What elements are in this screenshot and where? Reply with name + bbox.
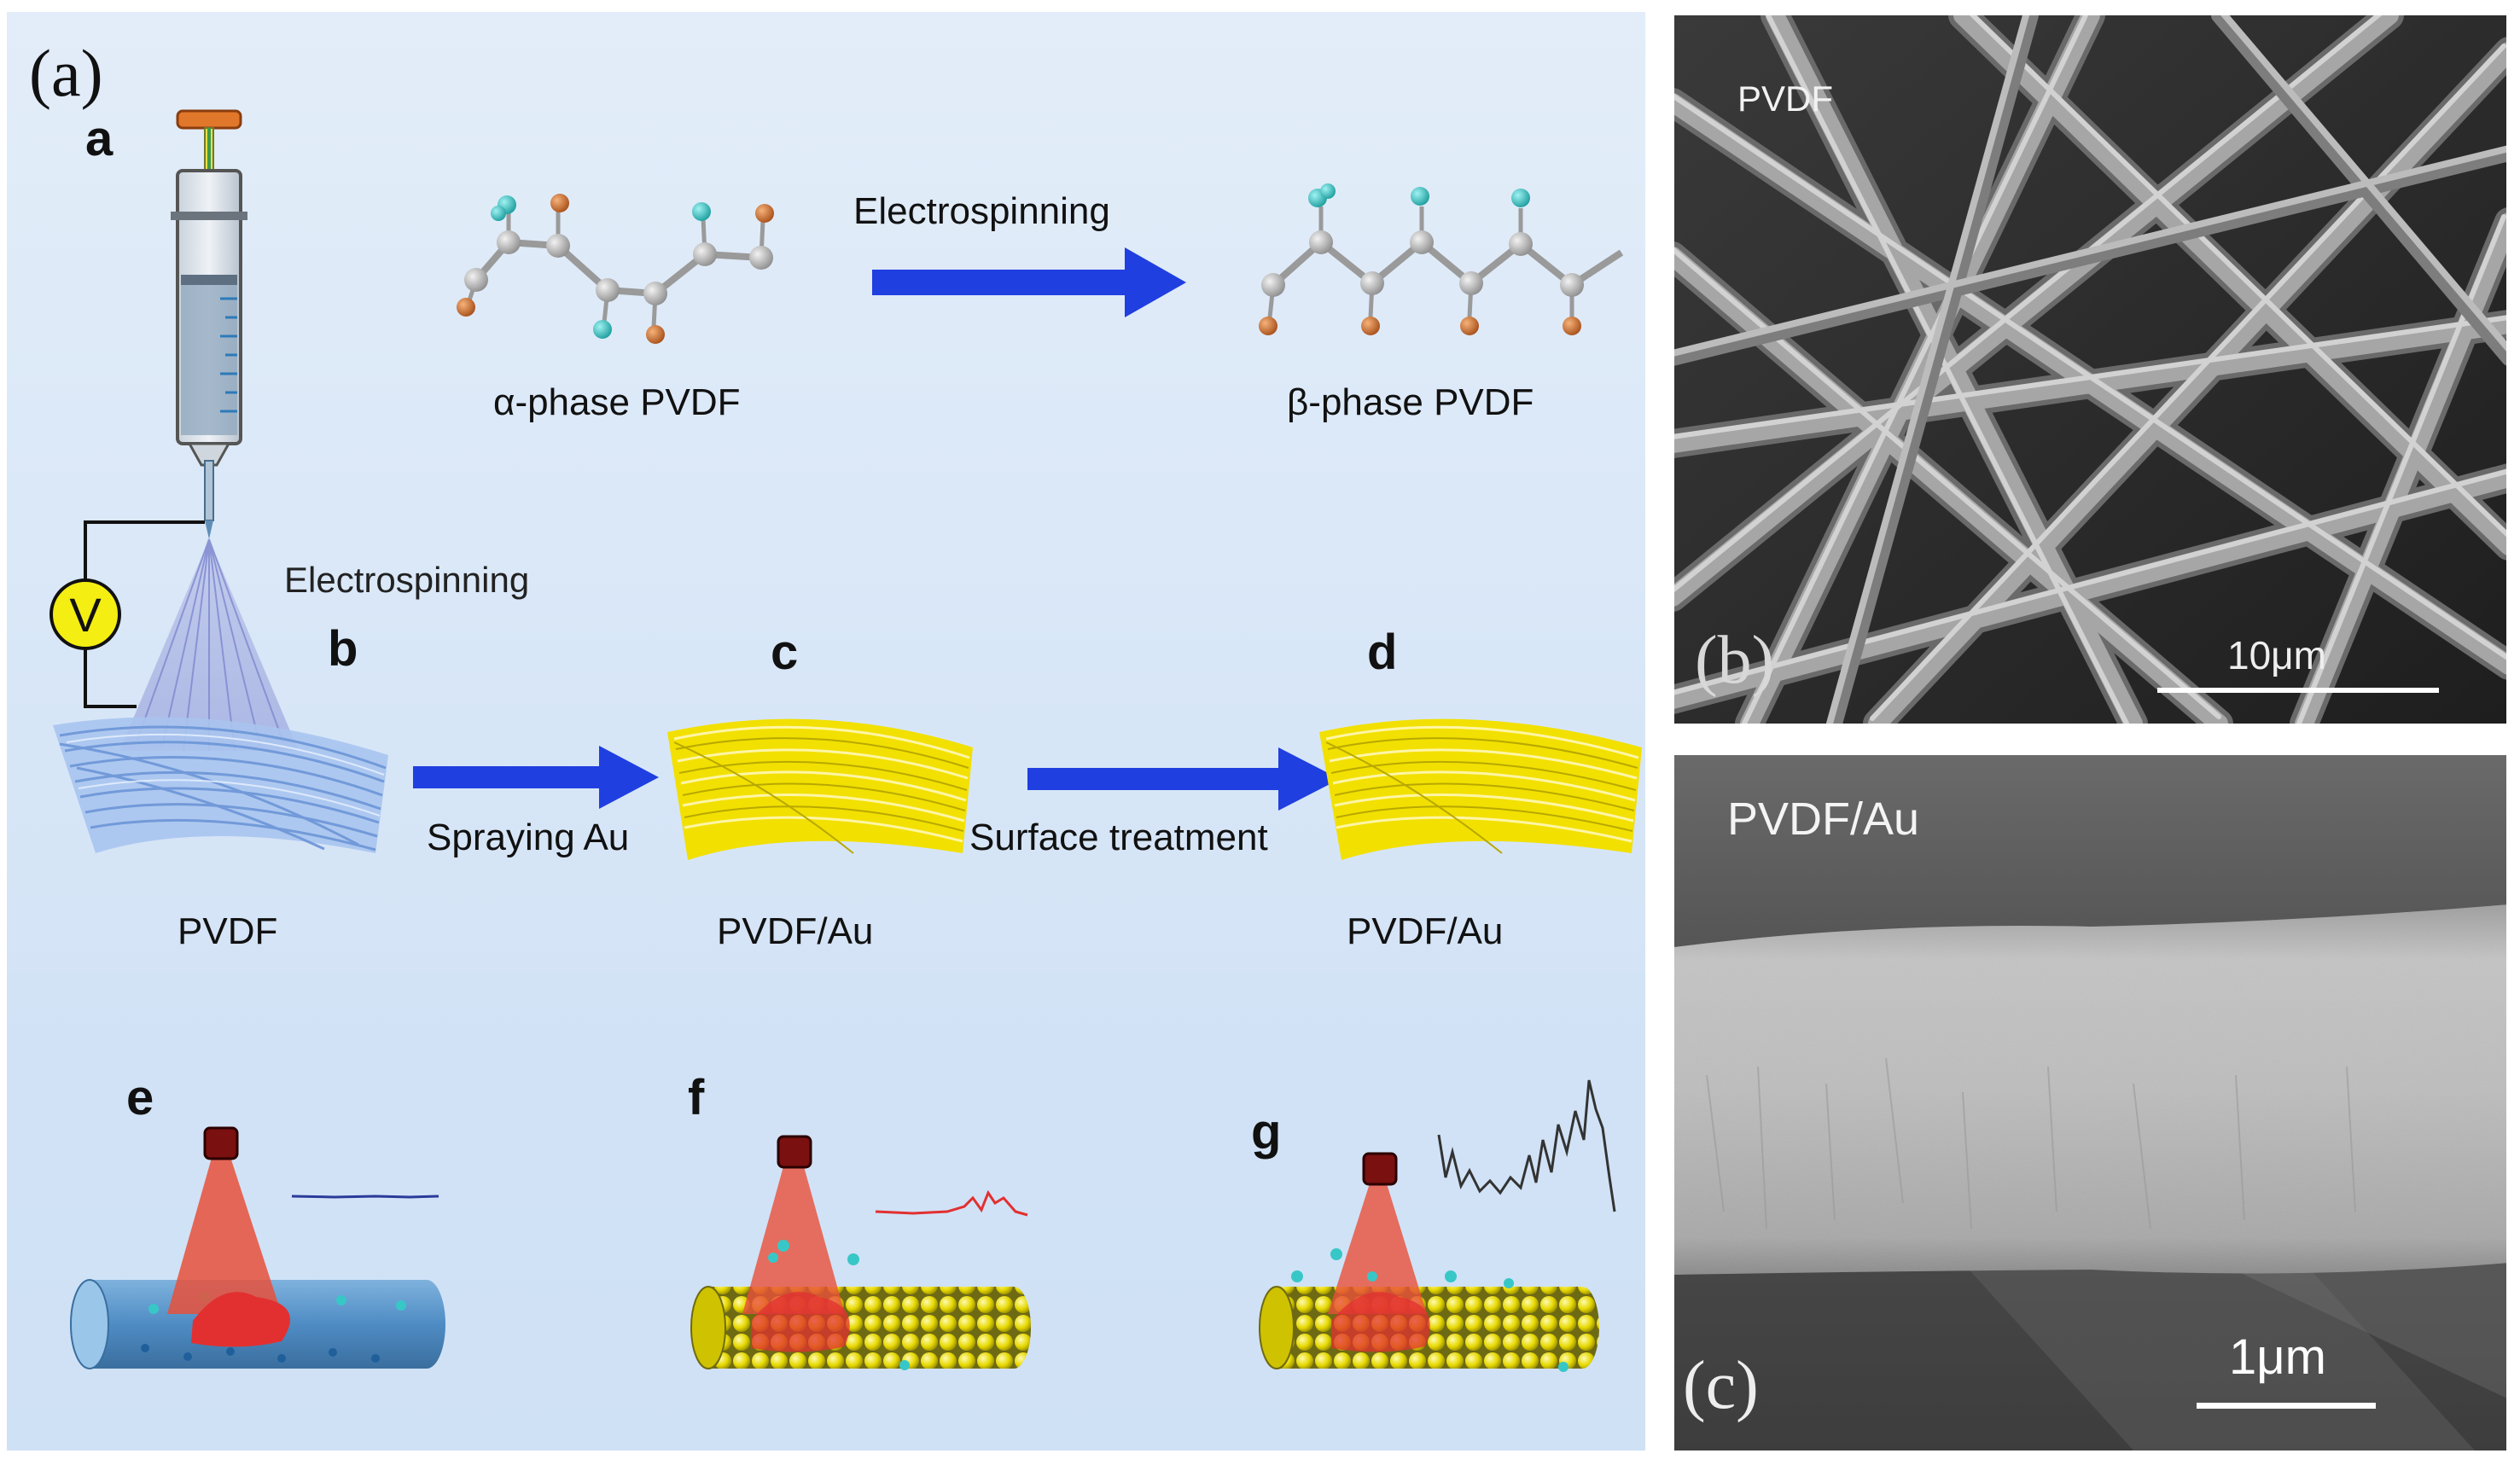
voltage-symbol: V [69, 588, 102, 642]
electrospinning-jet [119, 538, 299, 752]
step-label-g: g [1251, 1104, 1281, 1160]
step-label-e: e [126, 1070, 154, 1125]
panel-c-sem-image: PVDF/Au (c) 1μm [1674, 755, 2506, 1450]
panel-b-label: (b) [1695, 623, 1774, 698]
sers-schematic-g: g [1251, 1079, 1616, 1372]
spraying-au-arrow: Spraying Au [413, 746, 659, 858]
phase-arrow-label: Electrospinning [853, 190, 1110, 232]
syringe-illustration: a [85, 109, 247, 539]
surface-treatment-label: Surface treatment [969, 817, 1268, 858]
sers-schematic-e: e [70, 1070, 445, 1369]
alpha-phase-label: α-phase PVDF [493, 381, 741, 423]
voltage-circuit: V [49, 520, 205, 708]
panel-b-sample-label: PVDF [1737, 78, 1833, 119]
spectrum-g [1437, 1079, 1616, 1212]
step-label-d: d [1367, 625, 1397, 680]
step-label-f: f [688, 1070, 705, 1125]
panel-b-sem-image: PVDF (b) 10μm [1674, 15, 2506, 724]
step-label-b: b [328, 621, 358, 677]
beta-phase-label: β-phase PVDF [1287, 381, 1534, 423]
panel-b-scale-bar [2157, 688, 2439, 693]
electrospinning-process-label: Electrospinning [284, 560, 529, 600]
spectrum-e [291, 1195, 439, 1199]
panel-c-scale-bar [2197, 1403, 2376, 1409]
pvdf-mat-b: b PVDF [53, 621, 388, 952]
sers-schematic-f: f [688, 1070, 1031, 1370]
surface-treatment-arrow: Surface treatment [969, 747, 1340, 858]
spectrum-f [875, 1189, 1028, 1217]
caption-c: PVDF/Au [717, 910, 873, 952]
voltage-source-icon [49, 578, 121, 650]
panel-c-label: (c) [1683, 1348, 1759, 1423]
gold-mat-d: d PVDF/Au [1319, 625, 1642, 952]
caption-d: PVDF/Au [1347, 910, 1503, 952]
beta-phase-molecule: β-phase PVDF [1259, 183, 1624, 423]
step-label-a: a [85, 111, 113, 166]
panel-c-sample-label: PVDF/Au [1727, 794, 1919, 845]
panel-c-scale-label: 1μm [2229, 1329, 2326, 1385]
spraying-au-label: Spraying Au [427, 817, 629, 858]
caption-b: PVDF [178, 910, 277, 952]
panel-a: (a) a [7, 12, 1645, 1450]
alpha-phase-molecule: α-phase PVDF [457, 194, 774, 423]
panel-a-label: (a) [29, 36, 103, 110]
step-label-c: c [771, 625, 798, 680]
gold-mat-c: c PVDF/Au [667, 625, 973, 952]
panel-b-scale-label: 10μm [2227, 633, 2326, 677]
phase-transition-arrow: Electrospinning [853, 190, 1186, 317]
